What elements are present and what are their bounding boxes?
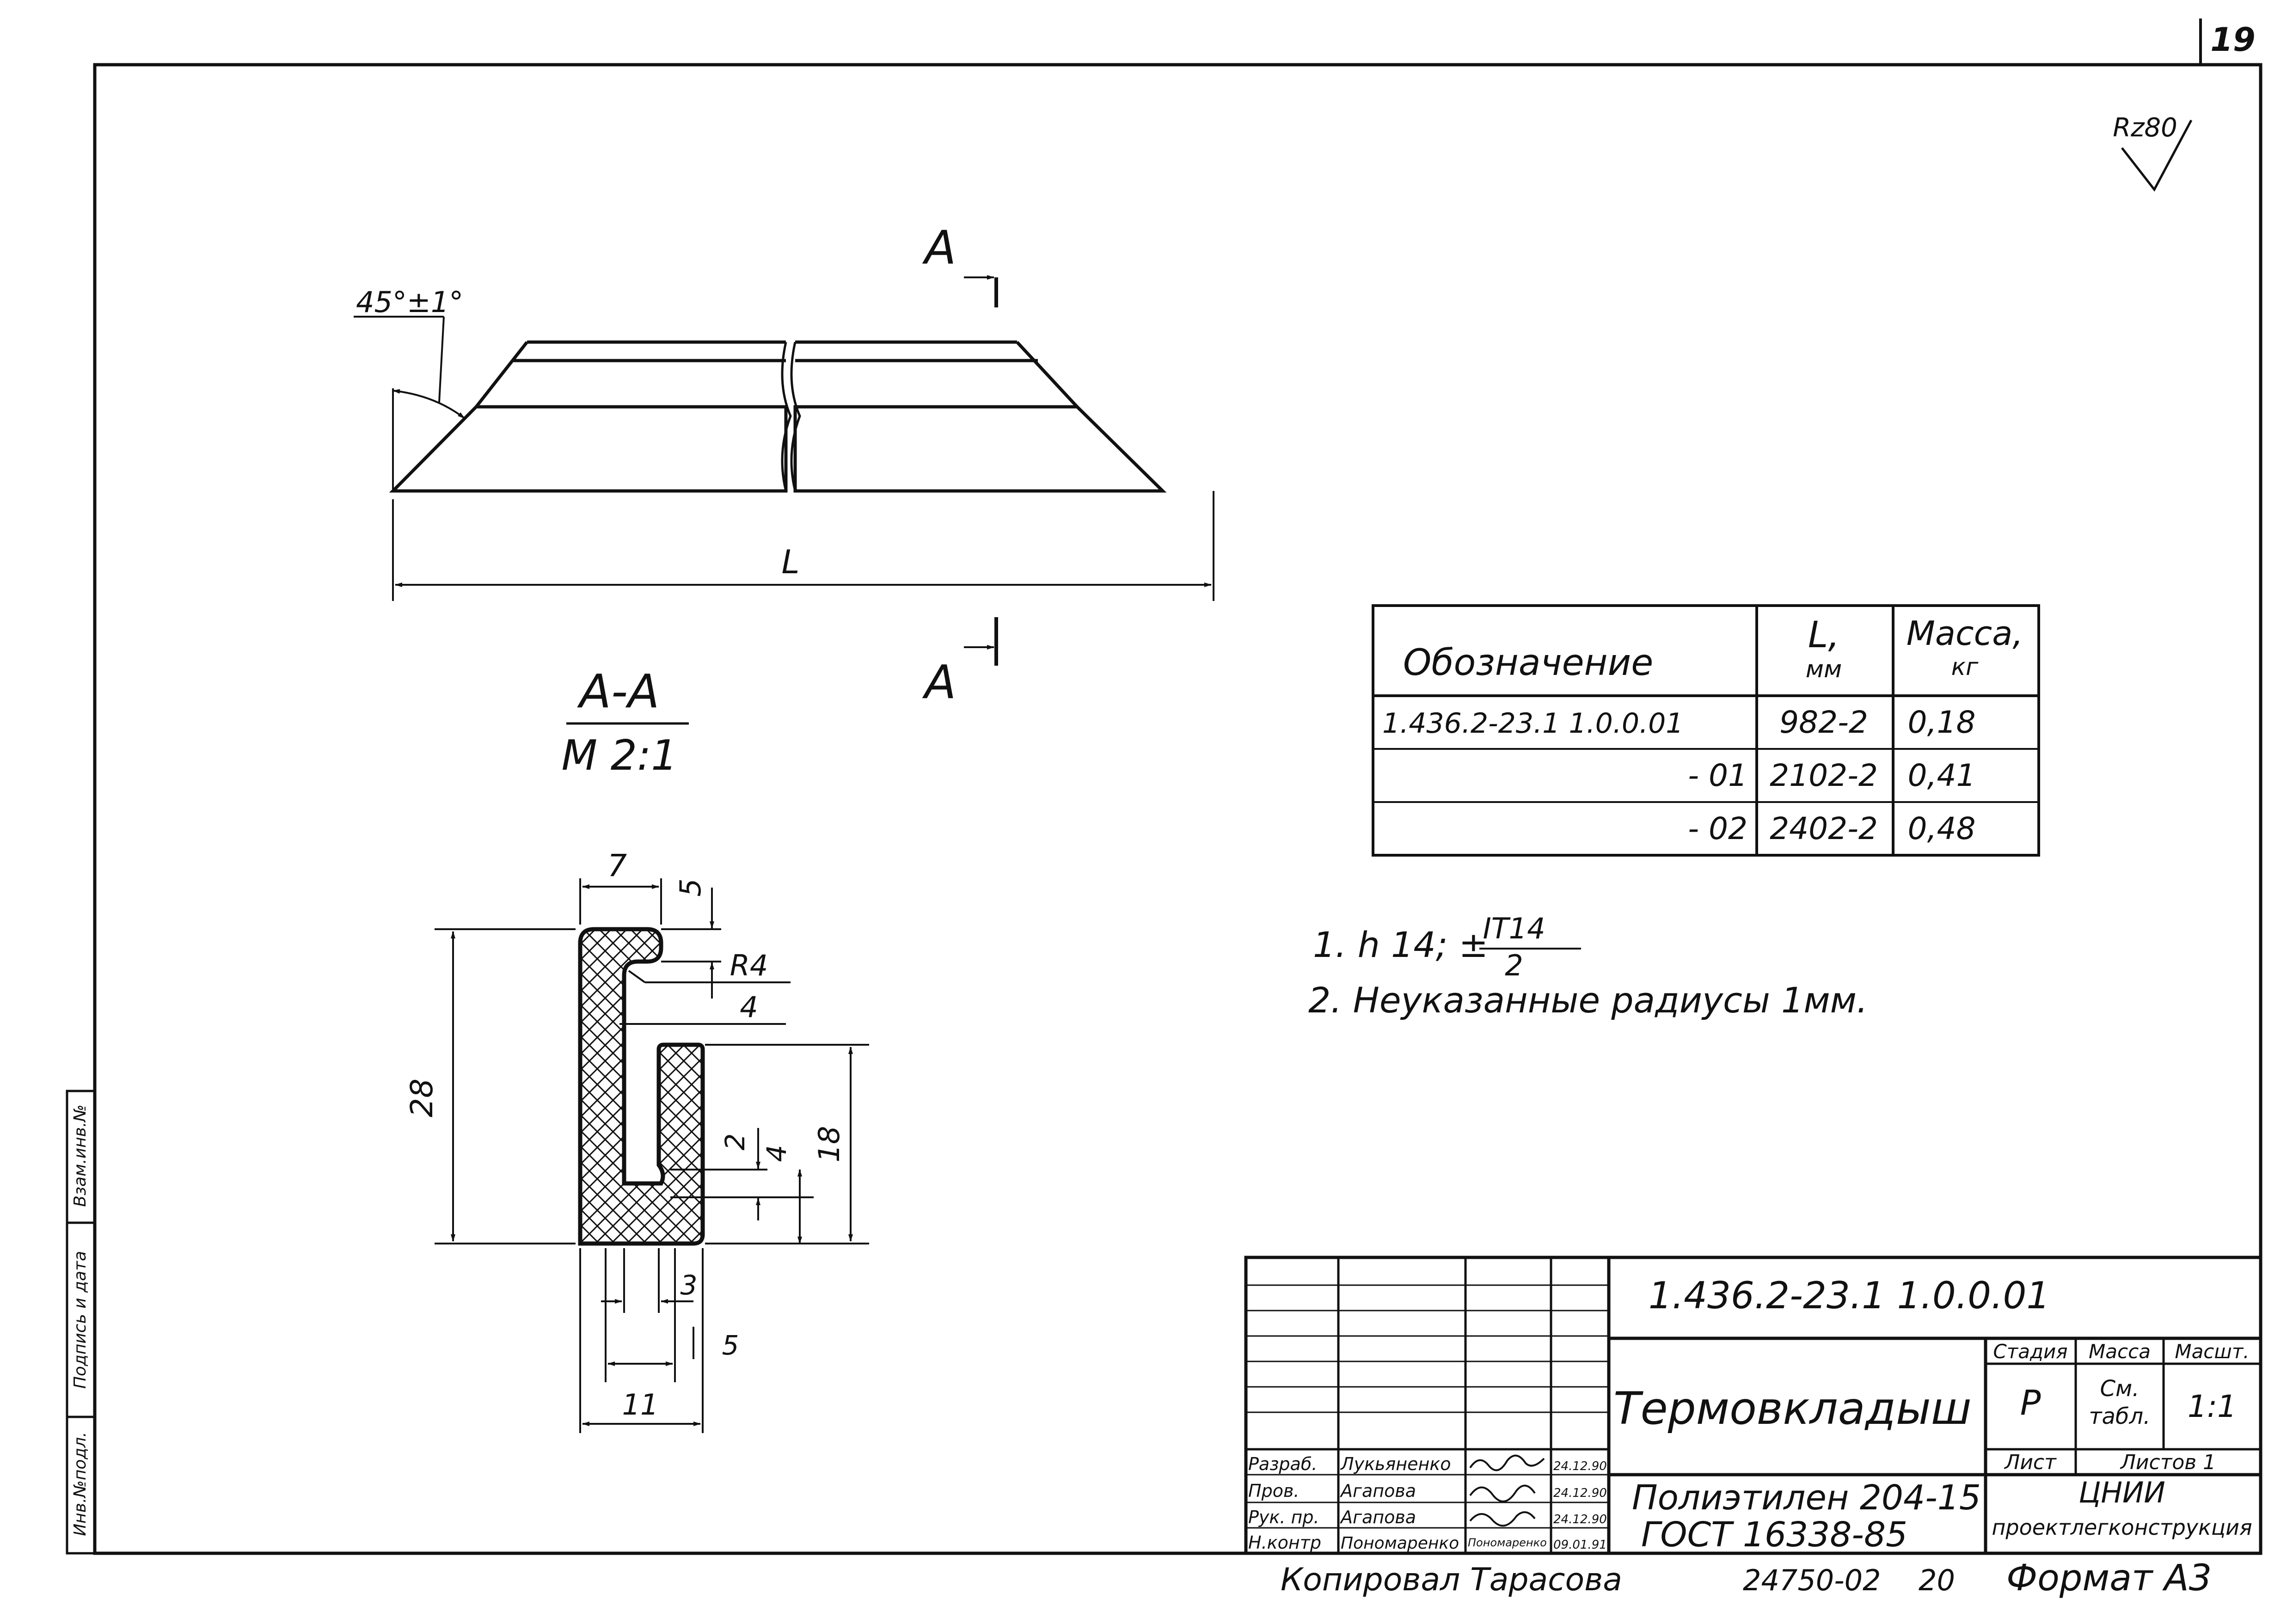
dim-overall-width: 11	[622, 1388, 659, 1422]
section-marker-bottom: А	[922, 655, 956, 709]
dim-slot-depth: 4	[761, 1145, 792, 1162]
stamp-inv-podl: Инв.№подл.	[71, 1432, 90, 1536]
role-3-name: Агапова	[1339, 1507, 1416, 1527]
role-2-name: Агапова	[1339, 1481, 1416, 1501]
role-4: Н.контр	[1248, 1532, 1321, 1553]
stamp-vzam: Взам.инв.№	[71, 1104, 90, 1207]
header-designation: Обозначение	[1403, 642, 1653, 684]
cross-section: 7 5 R4 28 4 18 2 4 3	[404, 848, 869, 1433]
role-3: Рук. пр.	[1248, 1507, 1319, 1527]
radius-label: R4	[730, 949, 768, 982]
role-3-date: 24.12.90	[1553, 1513, 1607, 1526]
sheet-label: Лист	[2004, 1451, 2057, 1474]
spec-table: Обозначение L, мм Масса, кг 1.436.2-23.1…	[1372, 604, 2040, 857]
margin-stamp: Взам.инв.№ Подпись и дата Инв.№подл.	[66, 1090, 96, 1555]
sheets-label: Листов 1	[2120, 1451, 2216, 1474]
dim-overall-height: 28	[404, 1079, 440, 1117]
note-1-denominator: 2	[1505, 949, 1523, 982]
signature-3	[1469, 1511, 1536, 1527]
length-label: L	[782, 543, 800, 581]
section-scale: М 2:1	[561, 731, 677, 780]
copied-by: Копировал Тарасова	[1281, 1562, 1622, 1598]
row-2-mass: 0,41	[1908, 758, 1976, 793]
section-marker-top: А	[922, 221, 956, 275]
org-line1: ЦНИИ	[2078, 1476, 2165, 1509]
mass-value-1: См.	[2100, 1376, 2140, 1402]
dim-lip-height: 5	[674, 878, 707, 896]
role-4-date: 09.01.91	[1553, 1538, 1607, 1552]
svg-text:Rz80: Rz80	[2113, 113, 2177, 143]
row-3-length: 2402-2	[1770, 811, 1878, 846]
material-line1: Полиэтилен 204-15	[1632, 1478, 1981, 1518]
section-title: А-А	[577, 664, 660, 718]
doc-code: 1.436.2-23.1 1.0.0.01	[1649, 1274, 2050, 1317]
row-2-designation: - 01	[1688, 758, 1747, 793]
scale-label: Масшт.	[2175, 1340, 2249, 1363]
mass-label: Масса	[2089, 1340, 2151, 1363]
dim-web: 3	[681, 1269, 698, 1301]
archive-number: 24750-02	[1743, 1563, 1881, 1597]
signature-1	[1469, 1454, 1545, 1471]
scale-value: 1:1	[2188, 1389, 2237, 1424]
role-1: Разраб.	[1248, 1454, 1317, 1474]
part-name: Термовкладыш	[1613, 1383, 1972, 1434]
signature-2	[1469, 1484, 1536, 1502]
row-2-length: 2102-2	[1770, 758, 1878, 793]
row-3-mass: 0,48	[1908, 811, 1976, 846]
note-1: 1. h 14; ±	[1313, 924, 1488, 965]
stamp-sign-date: Подпись и дата	[71, 1251, 90, 1389]
mass-value-2: табл.	[2089, 1403, 2151, 1429]
dim-leg-height: 18	[812, 1126, 846, 1163]
drawing-frame	[93, 63, 2262, 1555]
note-2: 2. Неуказанные радиусы 1мм.	[1308, 980, 1868, 1021]
notes: 1. h 14; ± IT14 2 2. Неуказанные радиусы…	[1308, 912, 1868, 1021]
roughness-mark: Rz80	[2113, 113, 2193, 192]
dim-gap: 4	[740, 990, 758, 1024]
role-1-name: Лукьяненко	[1340, 1454, 1451, 1474]
row-1-mass: 0,18	[1908, 705, 1976, 740]
row-1-designation: 1.436.2-23.1 1.0.0.01	[1382, 707, 1683, 740]
dim-slot: 2	[719, 1134, 751, 1151]
header-length: L,	[1808, 614, 1839, 656]
stage-value: Р	[2020, 1383, 2041, 1423]
role-2-date: 24.12.90	[1553, 1486, 1607, 1500]
header-length-unit: мм	[1806, 656, 1842, 683]
longitudinal-view: 45°±1° L А А	[354, 221, 1214, 709]
paper-format: Формат А3	[2006, 1557, 2212, 1599]
note-1-numerator: IT14	[1483, 912, 1545, 945]
header-mass: Масса,	[1907, 614, 2023, 653]
header-mass-unit: кг	[1951, 653, 1979, 681]
dim-top-width: 7	[607, 848, 627, 883]
angle-label: 45°±1°	[356, 285, 463, 319]
row-3-designation: - 02	[1688, 811, 1747, 846]
page-number: 19	[2210, 21, 2255, 59]
material-line2: ГОСТ 16338-85	[1641, 1515, 1907, 1555]
org-line2: проектлегконструкция	[1992, 1515, 2252, 1540]
role-2: Пров.	[1248, 1481, 1299, 1501]
role-4-sign: Пономаренко	[1468, 1536, 1547, 1549]
archive-sheet: 20	[1919, 1563, 1955, 1597]
row-1-length: 982-2	[1779, 705, 1868, 740]
stage-label: Стадия	[1993, 1340, 2067, 1363]
title-block: 1.436.2-23.1 1.0.0.01 Термовкладыш Полиэ…	[1244, 1256, 2262, 1555]
role-1-date: 24.12.90	[1553, 1459, 1607, 1473]
dim-offset: 5	[722, 1330, 739, 1361]
role-4-name: Пономаренко	[1341, 1534, 1459, 1553]
